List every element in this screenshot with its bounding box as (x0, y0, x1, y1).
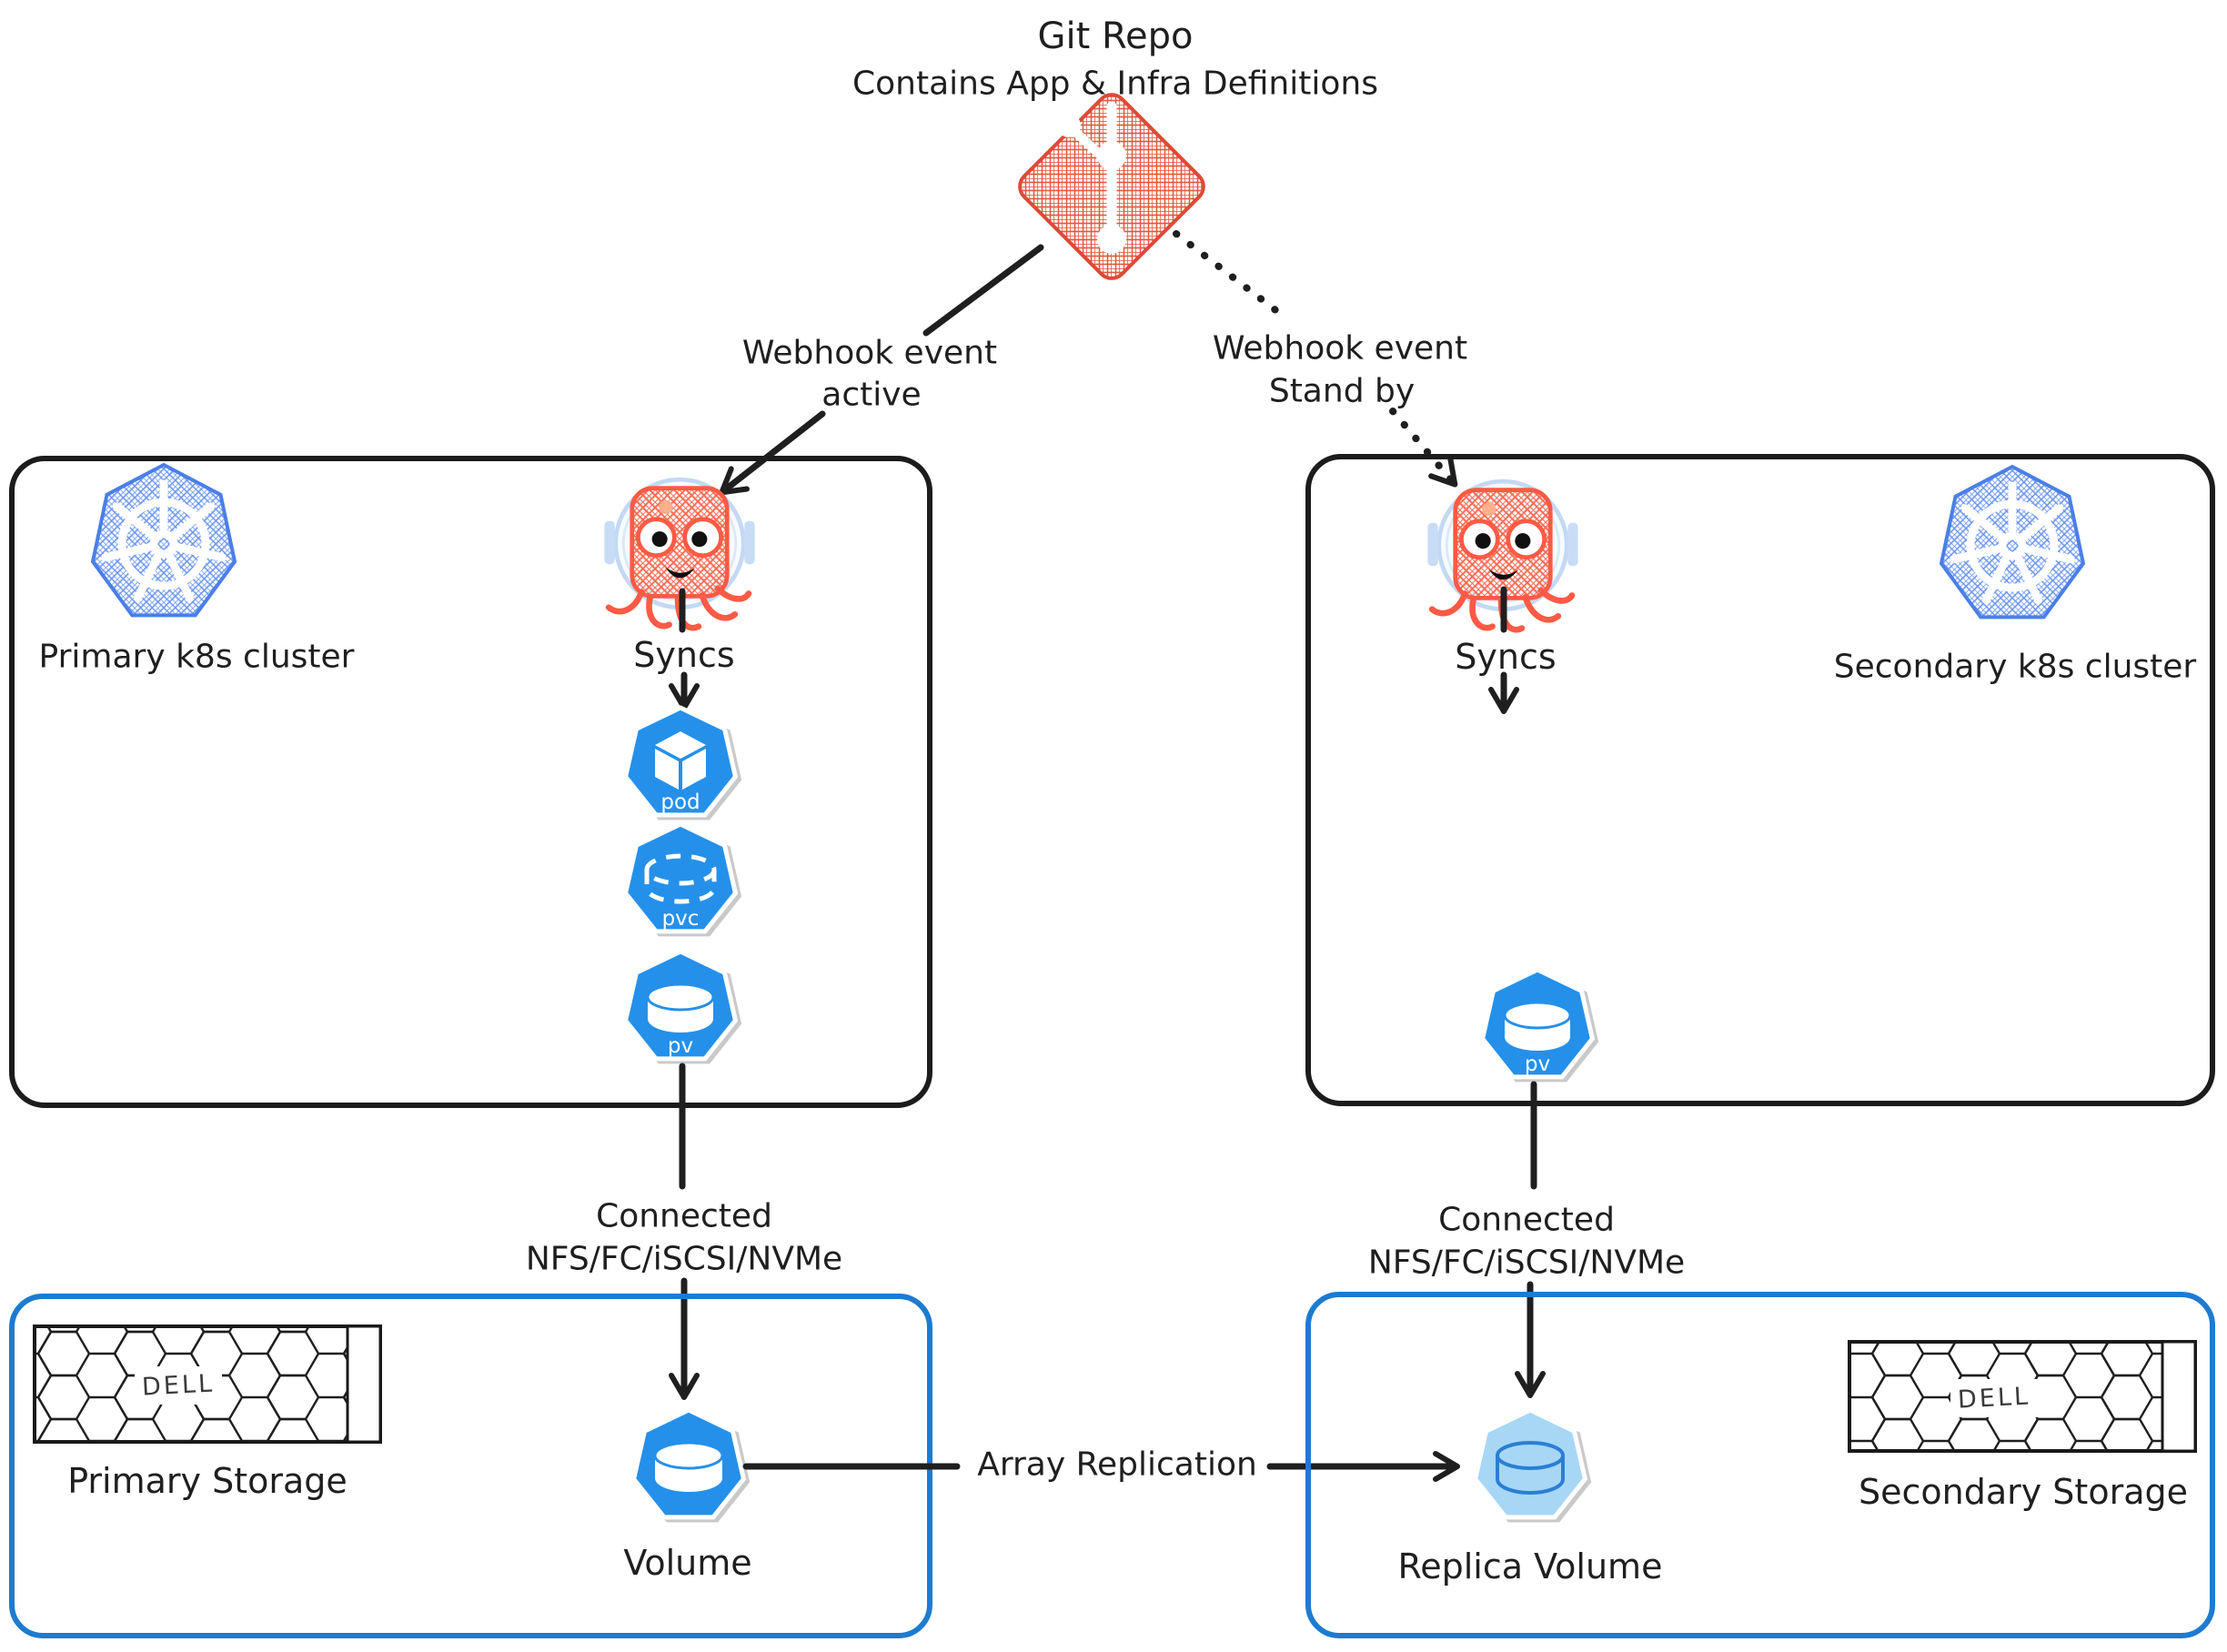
primary-storage-label: Primary Storage (67, 1461, 348, 1501)
kubernetes-logo-secondary-icon (1939, 464, 2086, 620)
argocd-octopus-secondary-icon (1427, 478, 1578, 633)
pvc-icon-label: pvc (662, 907, 700, 931)
pv-secondary-icon: pv (1479, 967, 1596, 1080)
dell-array-primary-icon: DELL (33, 1325, 382, 1444)
secondary-syncs-label: Syncs (1455, 637, 1556, 677)
primary-cluster-box (9, 456, 932, 1108)
kubernetes-logo-primary-icon (90, 462, 237, 618)
git-icon (1018, 93, 1205, 280)
webhook-active-label-2: active (821, 377, 921, 414)
secondary-storage-label: Secondary Storage (1859, 1472, 2188, 1512)
primary-syncs-label: Syncs (633, 635, 734, 675)
secondary-cluster: Secondary k8s cluster Syncs pv (1305, 454, 2215, 1106)
secondary-connect-edge: Connected NFS/FC/iSCSI/NVMe (1368, 1081, 1685, 1398)
dell-array-secondary-icon: DELL (1848, 1340, 2197, 1453)
pod-icon: pod (622, 705, 739, 818)
webhook-standby-label-1: Webhook event (1213, 330, 1467, 368)
volume-label: Volume (623, 1543, 751, 1583)
git-repo-header: Git Repo Contains App & Infra Definition… (852, 15, 1378, 280)
pv-primary-icon: pv (622, 949, 739, 1062)
secondary-connect-label-2: NFS/FC/iSCSI/NVMe (1368, 1244, 1685, 1282)
array-replication-label: Array Replication (977, 1446, 1257, 1484)
dell-logo-secondary: DELL (1957, 1382, 2030, 1414)
primary-connect-label-2: NFS/FC/iSCSI/NVMe (526, 1241, 842, 1278)
pod-icon-label: pod (660, 791, 700, 814)
primary-cluster-label: Primary k8s cluster (39, 639, 355, 676)
secondary-cluster-label: Secondary k8s cluster (1834, 649, 2197, 686)
secondary-storage: Replica Volume DELL Secondary Storage (1305, 1292, 2215, 1638)
primary-connect-edge: Connected NFS/FC/iSCSI/NVMe (526, 1063, 842, 1400)
git-repo-title: Git Repo (1038, 15, 1194, 57)
secondary-connect-label-1: Connected (1438, 1202, 1615, 1239)
primary-cluster: Primary k8s cluster Syncs (9, 456, 932, 1108)
primary-connect-label-1: Connected (596, 1198, 772, 1235)
pv-secondary-icon-label: pv (1525, 1053, 1550, 1076)
replica-volume-label: Replica Volume (1398, 1546, 1663, 1587)
webhook-active-edge: Webhook event active (719, 244, 1044, 496)
array-replication-edge: Array Replication (742, 1446, 1460, 1484)
dell-logo-primary: DELL (141, 1369, 215, 1401)
replica-volume-icon (1472, 1407, 1588, 1520)
webhook-standby-edge: Webhook event Stand by (1173, 230, 1467, 488)
pvc-icon: pvc (622, 821, 739, 934)
pv-primary-icon-label: pv (668, 1034, 693, 1058)
webhook-standby-label-2: Stand by (1269, 373, 1415, 410)
volume-icon (630, 1407, 747, 1520)
secondary-cluster-box (1305, 454, 2215, 1106)
webhook-active-label-1: Webhook event (742, 335, 997, 372)
secondary-storage-box (1305, 1292, 2215, 1638)
